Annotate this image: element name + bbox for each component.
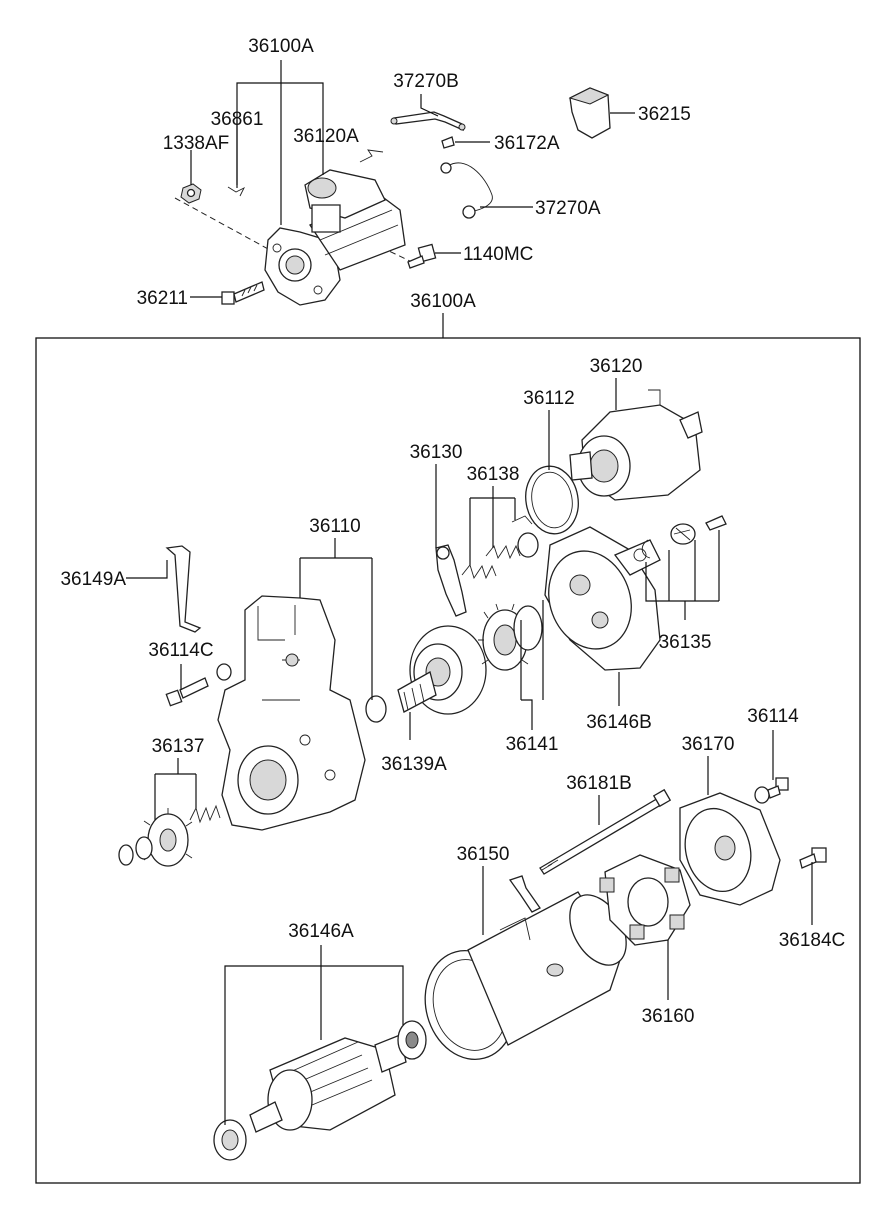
label-36114: 36114 (747, 706, 799, 727)
label-36184c: 36184C (779, 930, 846, 951)
label-36120: 36120 (590, 356, 643, 377)
label-36100a-box: 36100A (410, 291, 476, 312)
label-36139a: 36139A (381, 754, 447, 775)
starter-assembly-illustration (174, 87, 611, 306)
label-36170: 36170 (682, 734, 735, 755)
exploded-view-box (35, 337, 861, 1184)
label-1140mc: 1140MC (463, 244, 533, 265)
exploded-parts-illustration (118, 389, 827, 1161)
label-36181b: 36181B (566, 773, 632, 794)
label-36146a: 36146A (288, 921, 354, 942)
label-37270b: 37270B (393, 71, 459, 92)
label-36135: 36135 (659, 632, 712, 653)
label-36215: 36215 (638, 104, 691, 125)
label-36112: 36112 (523, 388, 574, 409)
label-36141: 36141 (506, 734, 559, 755)
label-1338af: 1338AF (163, 133, 230, 154)
label-36137: 36137 (152, 736, 205, 757)
label-36211: 36211 (137, 288, 188, 309)
label-36149a: 36149A (60, 569, 126, 590)
label-36100a-top: 36100A (248, 36, 314, 57)
top-leader-lines (190, 60, 635, 338)
label-36146b: 36146B (586, 712, 652, 733)
label-36150: 36150 (457, 844, 510, 865)
label-36110: 36110 (309, 516, 360, 537)
label-36861: 36861 (211, 109, 264, 130)
label-36120a: 36120A (293, 126, 359, 147)
exploded-leader-lines (126, 378, 813, 1125)
label-36114c: 36114C (148, 640, 213, 661)
label-36160: 36160 (642, 1006, 695, 1027)
label-36130: 36130 (410, 442, 463, 463)
label-36172a: 36172A (494, 133, 560, 154)
part-labels: 36100A 36861 36120A 1338AF 37270B 36172A… (60, 36, 845, 1027)
label-36138: 36138 (467, 464, 520, 485)
label-37270a: 37270A (535, 198, 601, 219)
